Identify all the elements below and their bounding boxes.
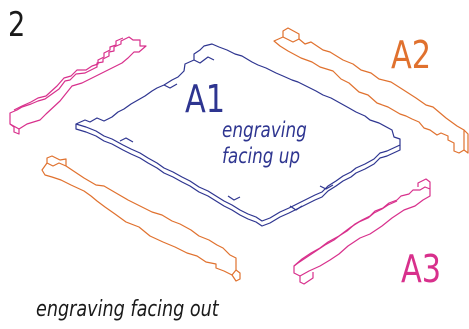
side-piece-bottom-left [41,155,241,282]
part-label-a3: A3 [401,247,442,291]
main-panel [75,43,401,227]
panel-note-line-2: facing up [222,144,301,168]
side-piece-top-right [273,27,469,154]
panel-note-line-1: engraving [222,118,307,142]
part-label-a1: A1 [185,77,226,121]
engraving-out-note: engraving facing out [36,297,219,322]
side-piece-bottom-right [293,178,431,285]
part-label-a2: A2 [391,33,432,77]
side-piece-top-left [9,36,147,135]
step-number: 2 [8,5,26,45]
